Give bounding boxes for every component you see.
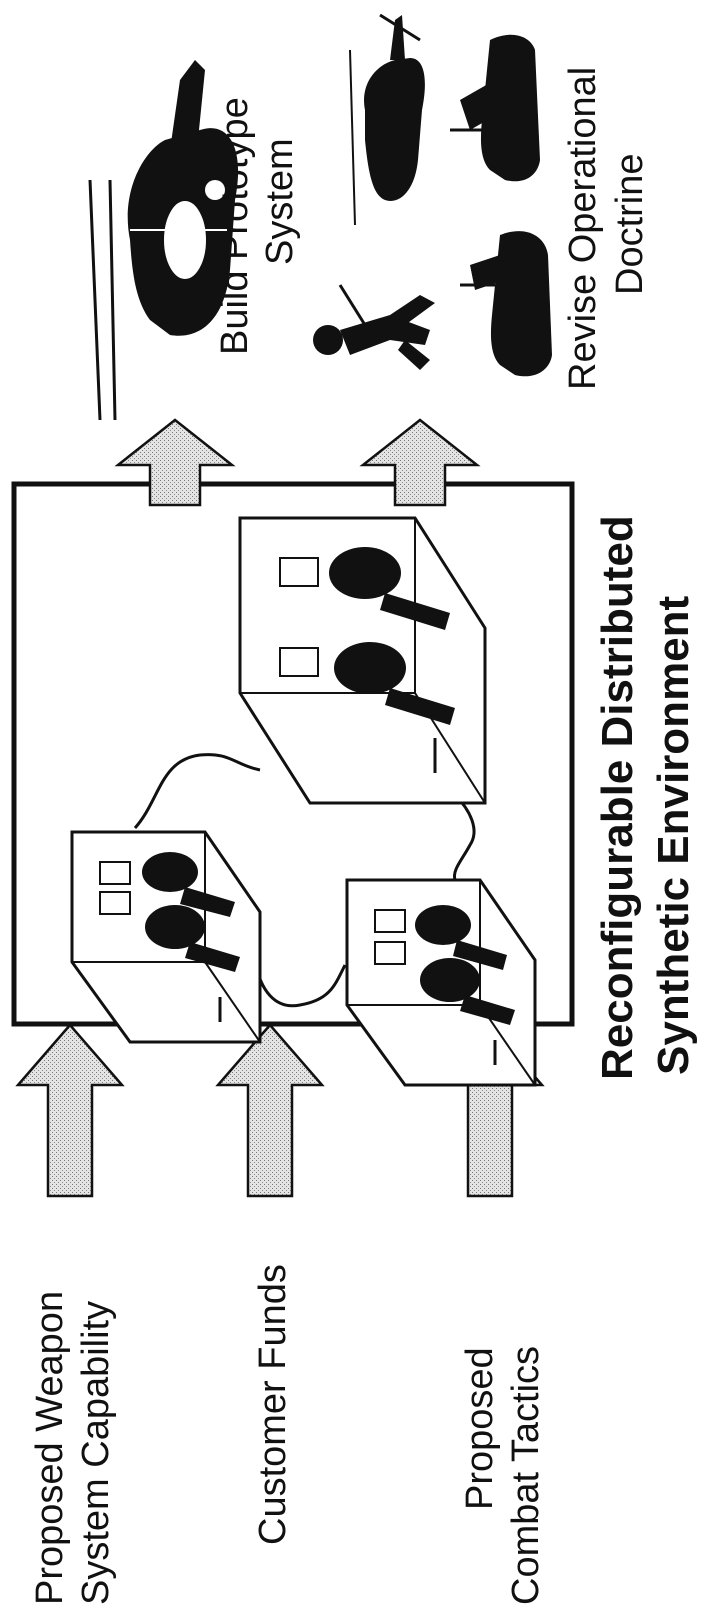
network-link <box>452 793 476 881</box>
input-label-customer-funds: Customer Funds <box>252 1264 294 1545</box>
simulator-station-icon <box>70 830 262 1044</box>
tank-icon <box>450 34 540 182</box>
svg-text:Proposed: Proposed <box>459 1347 501 1510</box>
svg-text:Customer Funds: Customer Funds <box>252 1264 294 1545</box>
svg-text:Reconfigurable Distributed: Reconfigurable Distributed <box>593 515 642 1080</box>
input-label-weapon-capability: Proposed Weapon System Capability <box>29 1291 117 1605</box>
input-arrow-weapon-capability <box>15 1023 125 1198</box>
output-arrow-doctrine <box>359 418 481 507</box>
helicopter-icon <box>349 13 425 226</box>
svg-text:System: System <box>259 138 301 265</box>
svg-text:Build Prototype: Build Prototype <box>214 97 256 355</box>
simulator-station-icon <box>238 516 487 805</box>
network-link <box>253 959 347 1008</box>
output-arrow-prototype <box>114 418 236 507</box>
environment-title: Reconfigurable Distributed Synthetic Env… <box>593 515 698 1080</box>
soldier-icon <box>313 284 435 370</box>
svg-text:Combat Tactics: Combat Tactics <box>505 1346 547 1605</box>
svg-text:Synthetic Environment: Synthetic Environment <box>649 595 698 1075</box>
output-label-prototype: Build Prototype System <box>214 97 301 355</box>
tank-icon <box>460 231 552 377</box>
simulator-station-icon <box>345 878 537 1087</box>
svg-text:Proposed Weapon: Proposed Weapon <box>29 1291 71 1605</box>
input-arrow-customer-funds <box>215 1023 325 1198</box>
svg-text:Doctrine: Doctrine <box>609 154 651 296</box>
output-label-doctrine: Revise Operational Doctrine <box>562 67 651 390</box>
svg-text:Revise Operational: Revise Operational <box>562 67 604 390</box>
helicopter-icon <box>88 60 240 421</box>
svg-text:System Capability: System Capability <box>75 1301 117 1605</box>
network-link <box>133 753 261 829</box>
input-label-combat-tactics: Proposed Combat Tactics <box>459 1346 547 1605</box>
